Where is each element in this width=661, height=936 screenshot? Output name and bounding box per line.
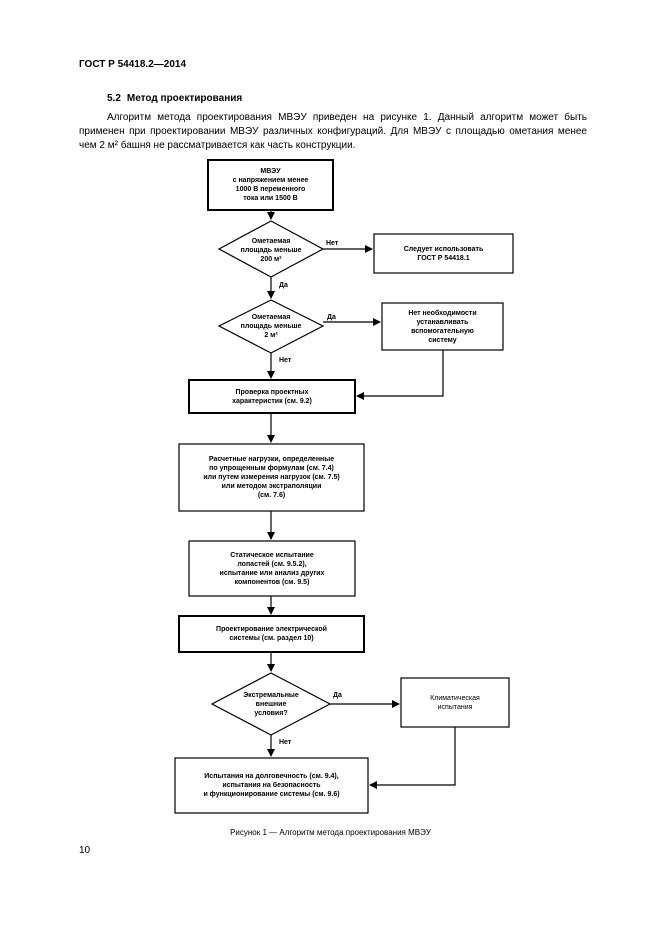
intro-paragraph: Алгоритм метода проектирования МВЭУ прив…: [79, 111, 587, 153]
intro-paragraph-text: Алгоритм метода проектирования МВЭУ прив…: [79, 112, 587, 151]
label-no-2: Нет: [279, 357, 292, 364]
final-text: Испытания на долговечность (см. 9.4), ис…: [203, 773, 340, 798]
use-gost-text: Следует использовать ГОСТ Р 54418.1: [403, 245, 484, 262]
standard-header: ГОСТ Р 54418.2—2014: [79, 59, 187, 70]
loads-text: Расчетные нагрузки, определенные по упро…: [203, 456, 340, 499]
final-box: [174, 757, 369, 814]
label-yes-2: Да: [327, 314, 336, 321]
section-heading: 5.2 Метод проектирования: [107, 93, 242, 104]
figure-caption: Рисунок 1 — Алгоритм метода проектирован…: [230, 828, 431, 837]
start-text: МВЭУ с напряжением менее 1000 В переменн…: [232, 168, 309, 202]
check-text: Проверка проектных характеристик (см. 9.…: [232, 388, 312, 405]
check-box: [188, 379, 356, 414]
climatic-testing-text: Климатическая испытания: [430, 694, 480, 711]
electrical-text: Проектирование электрической системы (см…: [216, 626, 327, 642]
label-no-1: Нет: [326, 240, 339, 247]
use-gost-box: [373, 233, 514, 274]
page-number: 10: [79, 845, 91, 856]
testing-text: Статическое испытание лопастей (см. 9.5.…: [219, 551, 325, 586]
testing-box: [188, 540, 356, 597]
connector-noaux-check: [356, 350, 444, 400]
decision-2-text: Ометаемая площадь меньше 2 м²: [240, 313, 302, 339]
no-aux-system-text: Нет необходимости устанавливать вспомога…: [408, 309, 477, 344]
label-yes-1: Да: [279, 282, 288, 289]
decision-200-text: Ометаемая площадь меньше 200 м²: [240, 237, 302, 263]
connector-climatic-final: [369, 727, 456, 789]
decision-extreme-text: Экстремальные внешние условия?: [243, 691, 299, 717]
label-yes-3: Да: [333, 692, 342, 699]
label-no-3: Нет: [279, 739, 292, 746]
section-number: 5.2: [107, 93, 121, 104]
section-title: Метод проектирования: [126, 93, 243, 104]
